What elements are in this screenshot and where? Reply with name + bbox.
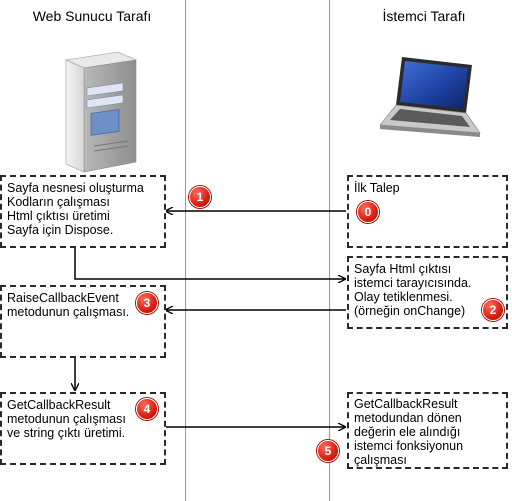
- box-line: metodunun çalışması.: [7, 305, 130, 319]
- box-line: Sayfa nesnesi oluşturma: [7, 181, 144, 195]
- step-badge-3: 3: [136, 292, 158, 314]
- box-line: Kodların çalışması: [7, 195, 110, 209]
- step-badge-5: 5: [317, 440, 339, 462]
- box-line: metodundan dönen: [354, 411, 462, 425]
- box-line: ve string çıktı üretimi.: [7, 426, 126, 440]
- box-client-function: GetCallbackResult metodundan dönen değer…: [347, 392, 508, 469]
- box-line: GetCallbackResult: [354, 397, 458, 411]
- step-badge-2: 2: [482, 299, 504, 321]
- box-line: Olay tetiklenmesi.: [354, 290, 453, 304]
- laptop-icon: [379, 57, 481, 137]
- box-line: Html çıktısı üretimi: [7, 209, 110, 223]
- box-line: GetCallbackResult: [7, 398, 111, 412]
- lane-divider-left: [185, 0, 186, 501]
- box-line: istemci tarayıcısında.: [354, 276, 472, 290]
- server-tower-icon: [64, 51, 138, 173]
- box-page-lifecycle: Sayfa nesnesi oluşturma Kodların çalışma…: [0, 175, 166, 248]
- box-line: (örneğin onChange): [354, 304, 466, 318]
- box-line: RaiseCallbackEvent: [7, 291, 119, 305]
- box-get-callback-result: GetCallbackResult metodunun çalışması ve…: [0, 392, 166, 465]
- box-line: metodunun çalışması: [7, 412, 126, 426]
- step-badge-0: 0: [357, 201, 379, 223]
- box-line: istemci fonksiyonun: [354, 439, 464, 453]
- arrow-1-to-2: [74, 248, 345, 279]
- box-line: değerin ele alındığı: [354, 425, 461, 439]
- server-side-title: Web Sunucu Tarafı: [32, 8, 152, 24]
- client-side-title: İstemci Tarafı: [382, 8, 466, 24]
- step-badge-4: 4: [136, 398, 158, 420]
- box-line: İlk Talep: [354, 181, 400, 195]
- box-line: Sayfa için Dispose.: [7, 223, 114, 237]
- box-line: çalışması: [354, 453, 407, 467]
- box-client-html-event: Sayfa Html çıktısı istemci tarayıcısında…: [347, 256, 508, 329]
- step-badge-1: 1: [189, 186, 211, 208]
- lane-divider-right: [329, 0, 330, 501]
- box-line: Sayfa Html çıktısı: [354, 262, 452, 276]
